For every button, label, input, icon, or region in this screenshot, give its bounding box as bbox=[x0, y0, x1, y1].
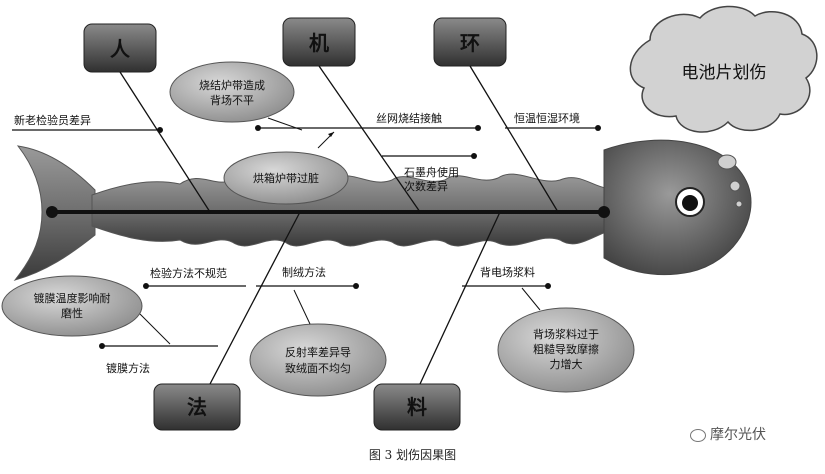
cause-furnace-uneven-2: 背场不平 bbox=[210, 93, 254, 107]
cause-screen-contact: 丝网烧结接触 bbox=[376, 111, 442, 125]
oval-furnace-dirty bbox=[223, 151, 349, 205]
category-box-fa bbox=[153, 383, 241, 431]
cause-paste: 背电场浆料 bbox=[480, 265, 535, 279]
cause-graphite-1: 石墨舟使用 bbox=[404, 165, 459, 179]
cause-reflect-1: 反射率差异导 bbox=[285, 345, 351, 359]
sub-branch-dot bbox=[157, 127, 163, 133]
sub-branch-dot bbox=[545, 283, 551, 289]
thought-bubble-large bbox=[717, 154, 737, 170]
oval-furnace-uneven bbox=[169, 61, 295, 123]
cause-paste-rough-1: 背场浆料过于 bbox=[533, 327, 599, 341]
thought-bubble-medium bbox=[729, 180, 741, 192]
cause-paste-rough-3: 力增大 bbox=[550, 357, 583, 371]
branch-fa bbox=[209, 211, 301, 385]
cause-temp-humidity: 恒温恒湿环境 bbox=[514, 111, 580, 125]
sub-branch-dot bbox=[99, 343, 105, 349]
sub-branch-dot bbox=[353, 283, 359, 289]
cause-inspector-diff: 新老检验员差异 bbox=[14, 113, 91, 127]
oval-paste-rough bbox=[497, 307, 635, 393]
cause-furnace-dirty: 烘箱炉带过脏 bbox=[253, 171, 319, 185]
cause-reflect-2: 致绒面不均匀 bbox=[285, 361, 351, 375]
category-label-fa: 法 bbox=[187, 395, 207, 419]
category-label-ji: 机 bbox=[309, 31, 329, 55]
wechat-icon bbox=[690, 428, 706, 442]
result-label: 电池片划伤 bbox=[682, 63, 767, 83]
cause-paste-rough-2: 粗糙导致摩擦 bbox=[533, 342, 599, 356]
thought-bubble-small bbox=[735, 200, 743, 208]
category-label-ren: 人 bbox=[110, 37, 131, 61]
sub-branch-dot bbox=[595, 125, 601, 131]
connector bbox=[521, 287, 541, 311]
branch-liao bbox=[419, 211, 501, 385]
figure-caption: 图 3 划伤因果图 bbox=[368, 448, 457, 462]
spine-end-dot bbox=[598, 206, 610, 218]
sub-branch-dot bbox=[143, 283, 149, 289]
oval-coating-temp bbox=[1, 275, 143, 337]
cause-furnace-uneven-1: 烧结炉带造成 bbox=[199, 78, 265, 92]
result-cloud bbox=[629, 5, 818, 133]
category-label-huan: 环 bbox=[460, 31, 480, 55]
branch-ji bbox=[318, 65, 421, 213]
sub-branch-dot bbox=[255, 125, 261, 131]
cause-coating-temp-1: 镀膜温度影响耐 bbox=[34, 291, 111, 305]
watermark-text: 摩尔光伏 bbox=[710, 427, 766, 443]
connector bbox=[139, 313, 171, 345]
cause-texture-method: 制绒方法 bbox=[282, 265, 326, 279]
category-label-liao: 料 bbox=[407, 395, 427, 419]
sub-branch-dot bbox=[471, 153, 477, 159]
oval-reflect bbox=[249, 323, 387, 397]
cause-graphite-2: 次数差异 bbox=[404, 179, 448, 193]
cause-inspection-method: 检验方法不规范 bbox=[150, 266, 227, 280]
watermark: 摩尔光伏 bbox=[690, 424, 766, 444]
cause-coating-temp-2: 磨性 bbox=[61, 306, 83, 320]
branch-ren bbox=[119, 71, 211, 213]
fish-pupil bbox=[682, 195, 698, 211]
sub-branch-dot bbox=[475, 125, 481, 131]
spine-start-dot bbox=[46, 206, 58, 218]
cause-coating-method: 镀膜方法 bbox=[106, 361, 150, 375]
connector bbox=[267, 117, 303, 131]
category-box-liao bbox=[373, 383, 461, 431]
connector bbox=[293, 289, 311, 325]
branch-huan bbox=[469, 65, 559, 213]
arrow-icon bbox=[328, 132, 334, 137]
